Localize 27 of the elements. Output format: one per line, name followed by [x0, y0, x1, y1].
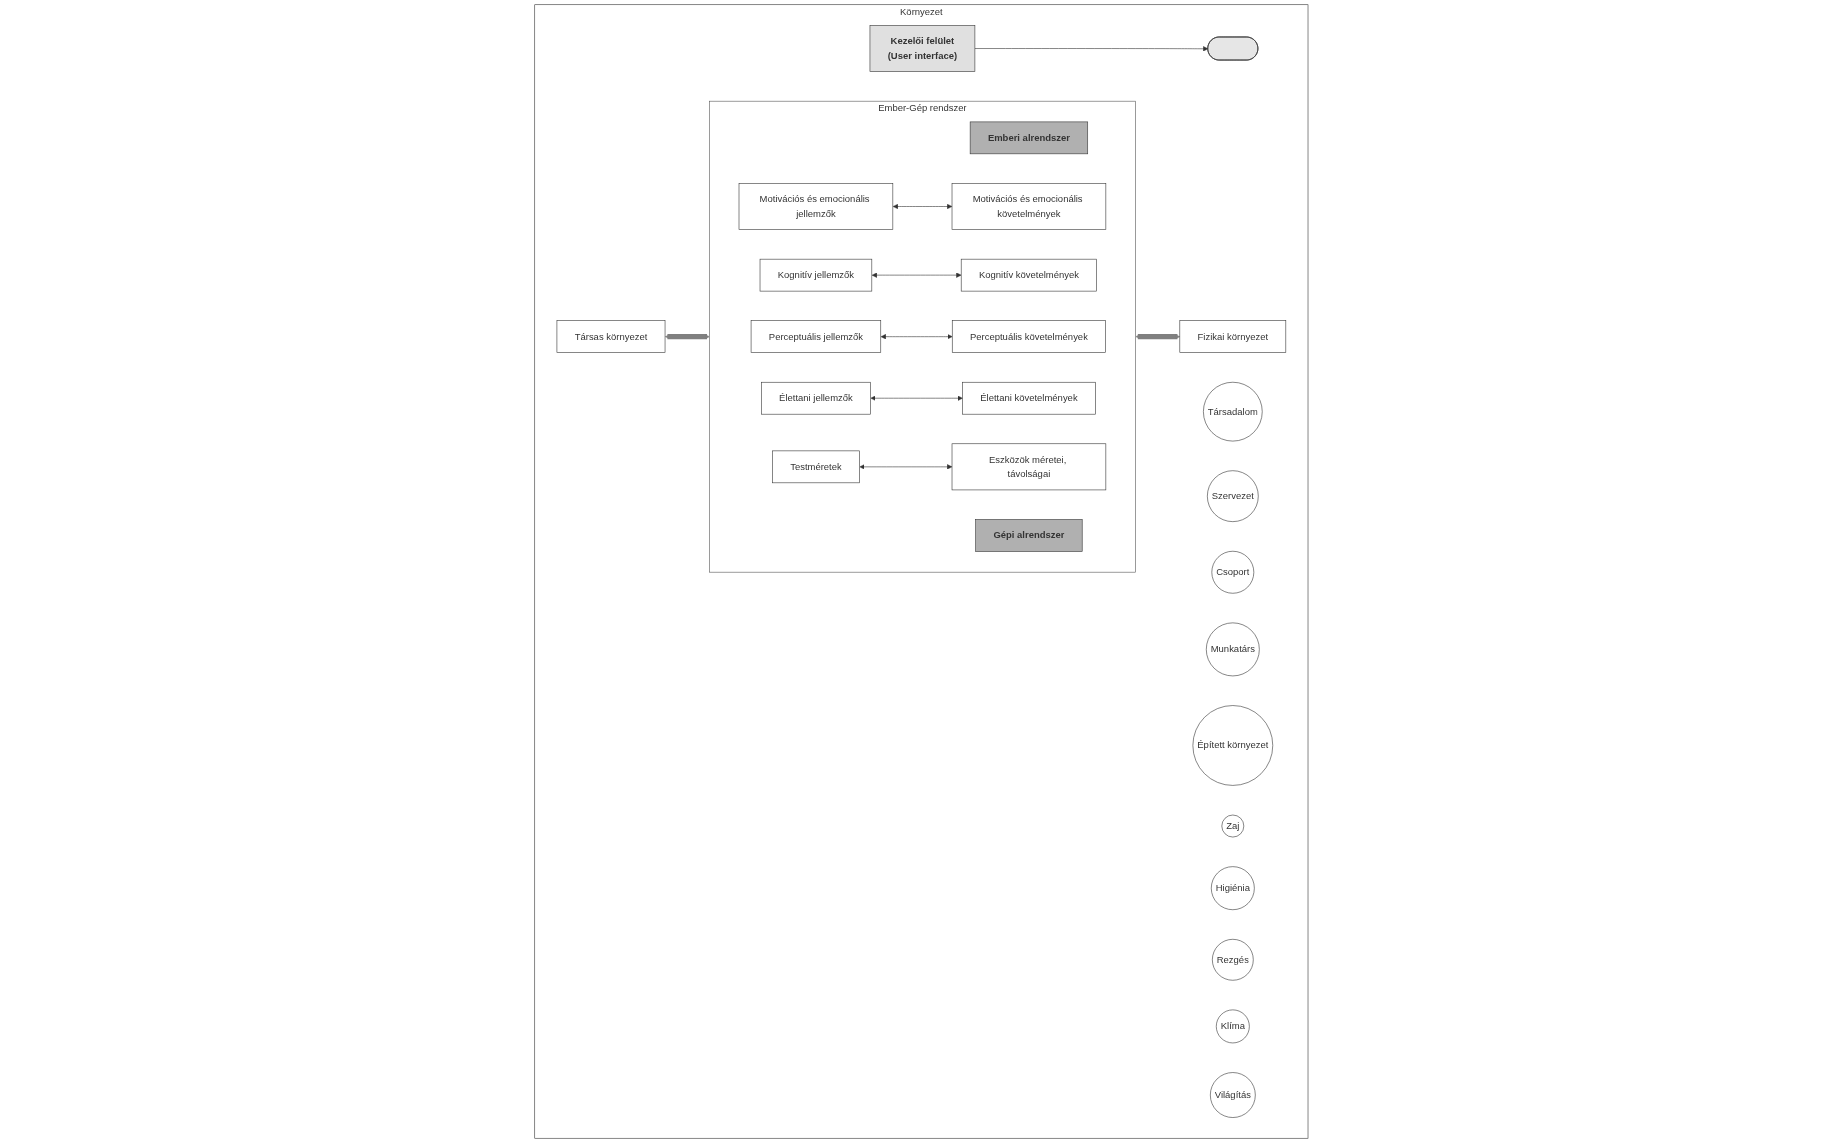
node-box: Perceptuális jellemzők: [750, 320, 881, 353]
node-circle: Zaj: [1221, 814, 1244, 838]
node-box: Élettani követelmények: [961, 381, 1096, 415]
node-box: Élettani jellemzők: [760, 381, 871, 415]
node-box: Motivációs és emocionális jellemzők: [738, 183, 893, 230]
node-circle: Épített környezet: [1192, 705, 1273, 786]
node-box: Emberi alrendszer: [969, 121, 1088, 155]
node-circle: Világítás: [1209, 1072, 1256, 1118]
node-circle: Klíma: [1215, 1009, 1250, 1044]
node-box: Kognitív jellemzők: [759, 258, 872, 292]
node-box: Testméretek: [771, 450, 860, 484]
node-box: Motivációs és emocionális követelmények: [951, 183, 1106, 230]
arrow: [1135, 334, 1180, 340]
node-circle: Rezgés: [1211, 939, 1254, 981]
node-circle: Munkatárs: [1205, 622, 1260, 677]
node-box: Kezelői felület (User interface): [869, 25, 975, 72]
node-box: Eszközök méretei, távolságai: [951, 443, 1106, 491]
node-circle: Szervezet: [1206, 470, 1259, 522]
node-circle: Higiénia: [1210, 866, 1255, 910]
arrow: [664, 334, 710, 340]
node-box: Gépi alrendszer: [975, 519, 1083, 552]
node-box: Kognitív követelmények: [960, 258, 1097, 292]
node-box: Fizikai környezet: [1179, 320, 1286, 353]
node-circle: Csoport: [1211, 550, 1254, 594]
node-box: Társas környezet: [556, 320, 665, 353]
node-circle: Társadalom: [1202, 381, 1263, 442]
node-box: Perceptuális követelmények: [951, 320, 1106, 353]
